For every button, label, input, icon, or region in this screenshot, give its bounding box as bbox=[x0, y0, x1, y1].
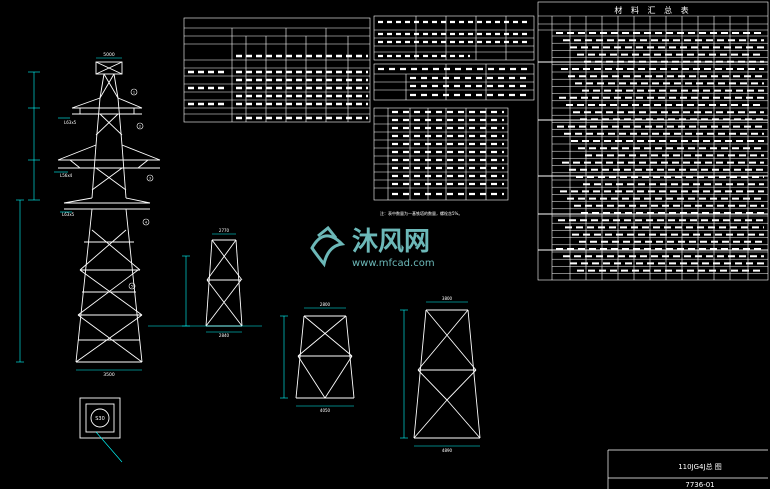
table-member-list bbox=[373, 63, 535, 201]
member-number-2: 2 bbox=[139, 125, 141, 129]
leg-section-1-bottom-dim: 2840 bbox=[219, 333, 230, 338]
main-tower-elevation bbox=[57, 61, 161, 363]
table-member-cell-marks bbox=[378, 67, 530, 196]
table-dimensions-by-height bbox=[183, 17, 371, 123]
foundation-label: S30 bbox=[95, 416, 105, 422]
drawing-name: 110JG4J总 图 bbox=[678, 462, 722, 471]
leg-section-1-dimensions bbox=[148, 233, 262, 333]
leg-section-3-dimensions bbox=[400, 301, 480, 447]
leg-label-2: L56x4 bbox=[60, 173, 73, 178]
watermark-brand: 沐风网 bbox=[352, 227, 430, 257]
leg-label-1: L63x5 bbox=[64, 120, 77, 125]
foundation-plan bbox=[79, 397, 123, 463]
member-number-1: 1 bbox=[133, 91, 135, 95]
leg-section-1-top-dim: 2770 bbox=[219, 228, 230, 233]
member-number-3: 3 bbox=[149, 177, 151, 181]
tower-top-dimension: 5000 bbox=[103, 52, 115, 58]
leg-section-2-top-dim: 2800 bbox=[320, 302, 331, 307]
watermark: 沐风网 www.mfcad.com bbox=[310, 225, 435, 269]
leg-section-2 bbox=[295, 315, 355, 399]
watermark-logo-icon bbox=[310, 225, 346, 268]
leg-section-2-bottom-dim: 4050 bbox=[320, 408, 331, 413]
leg-section-3 bbox=[413, 309, 481, 439]
tower-base-dimension: 3500 bbox=[103, 372, 115, 378]
member-number-5: 5 bbox=[131, 285, 133, 289]
member-number-4: 4 bbox=[145, 221, 148, 225]
title-block bbox=[607, 449, 768, 489]
leg-section-2-dimensions bbox=[280, 307, 354, 407]
table-note: 注：表中数量为一基铁塔的数量，螺栓含5%。 bbox=[380, 210, 462, 216]
leg-section-1 bbox=[205, 239, 243, 327]
watermark-url: www.mfcad.com bbox=[352, 258, 435, 269]
leg-section-3-bottom-dim: 4890 bbox=[442, 448, 453, 453]
drawing-number: 7736-01 bbox=[685, 481, 714, 489]
table-foundation-forces bbox=[373, 15, 535, 61]
leg-section-3-top-dim: 3800 bbox=[442, 296, 453, 301]
table-dimensions-cell-marks bbox=[188, 54, 368, 120]
main-tower-dimensions bbox=[16, 57, 142, 371]
leg-label-3: L63x5 bbox=[62, 212, 75, 217]
member-callouts bbox=[128, 88, 154, 290]
material-summary-cell-marks bbox=[556, 32, 764, 272]
table-foundation-cell-marks bbox=[378, 20, 530, 58]
material-summary-title: 材 料 汇 总 表 bbox=[614, 5, 691, 15]
